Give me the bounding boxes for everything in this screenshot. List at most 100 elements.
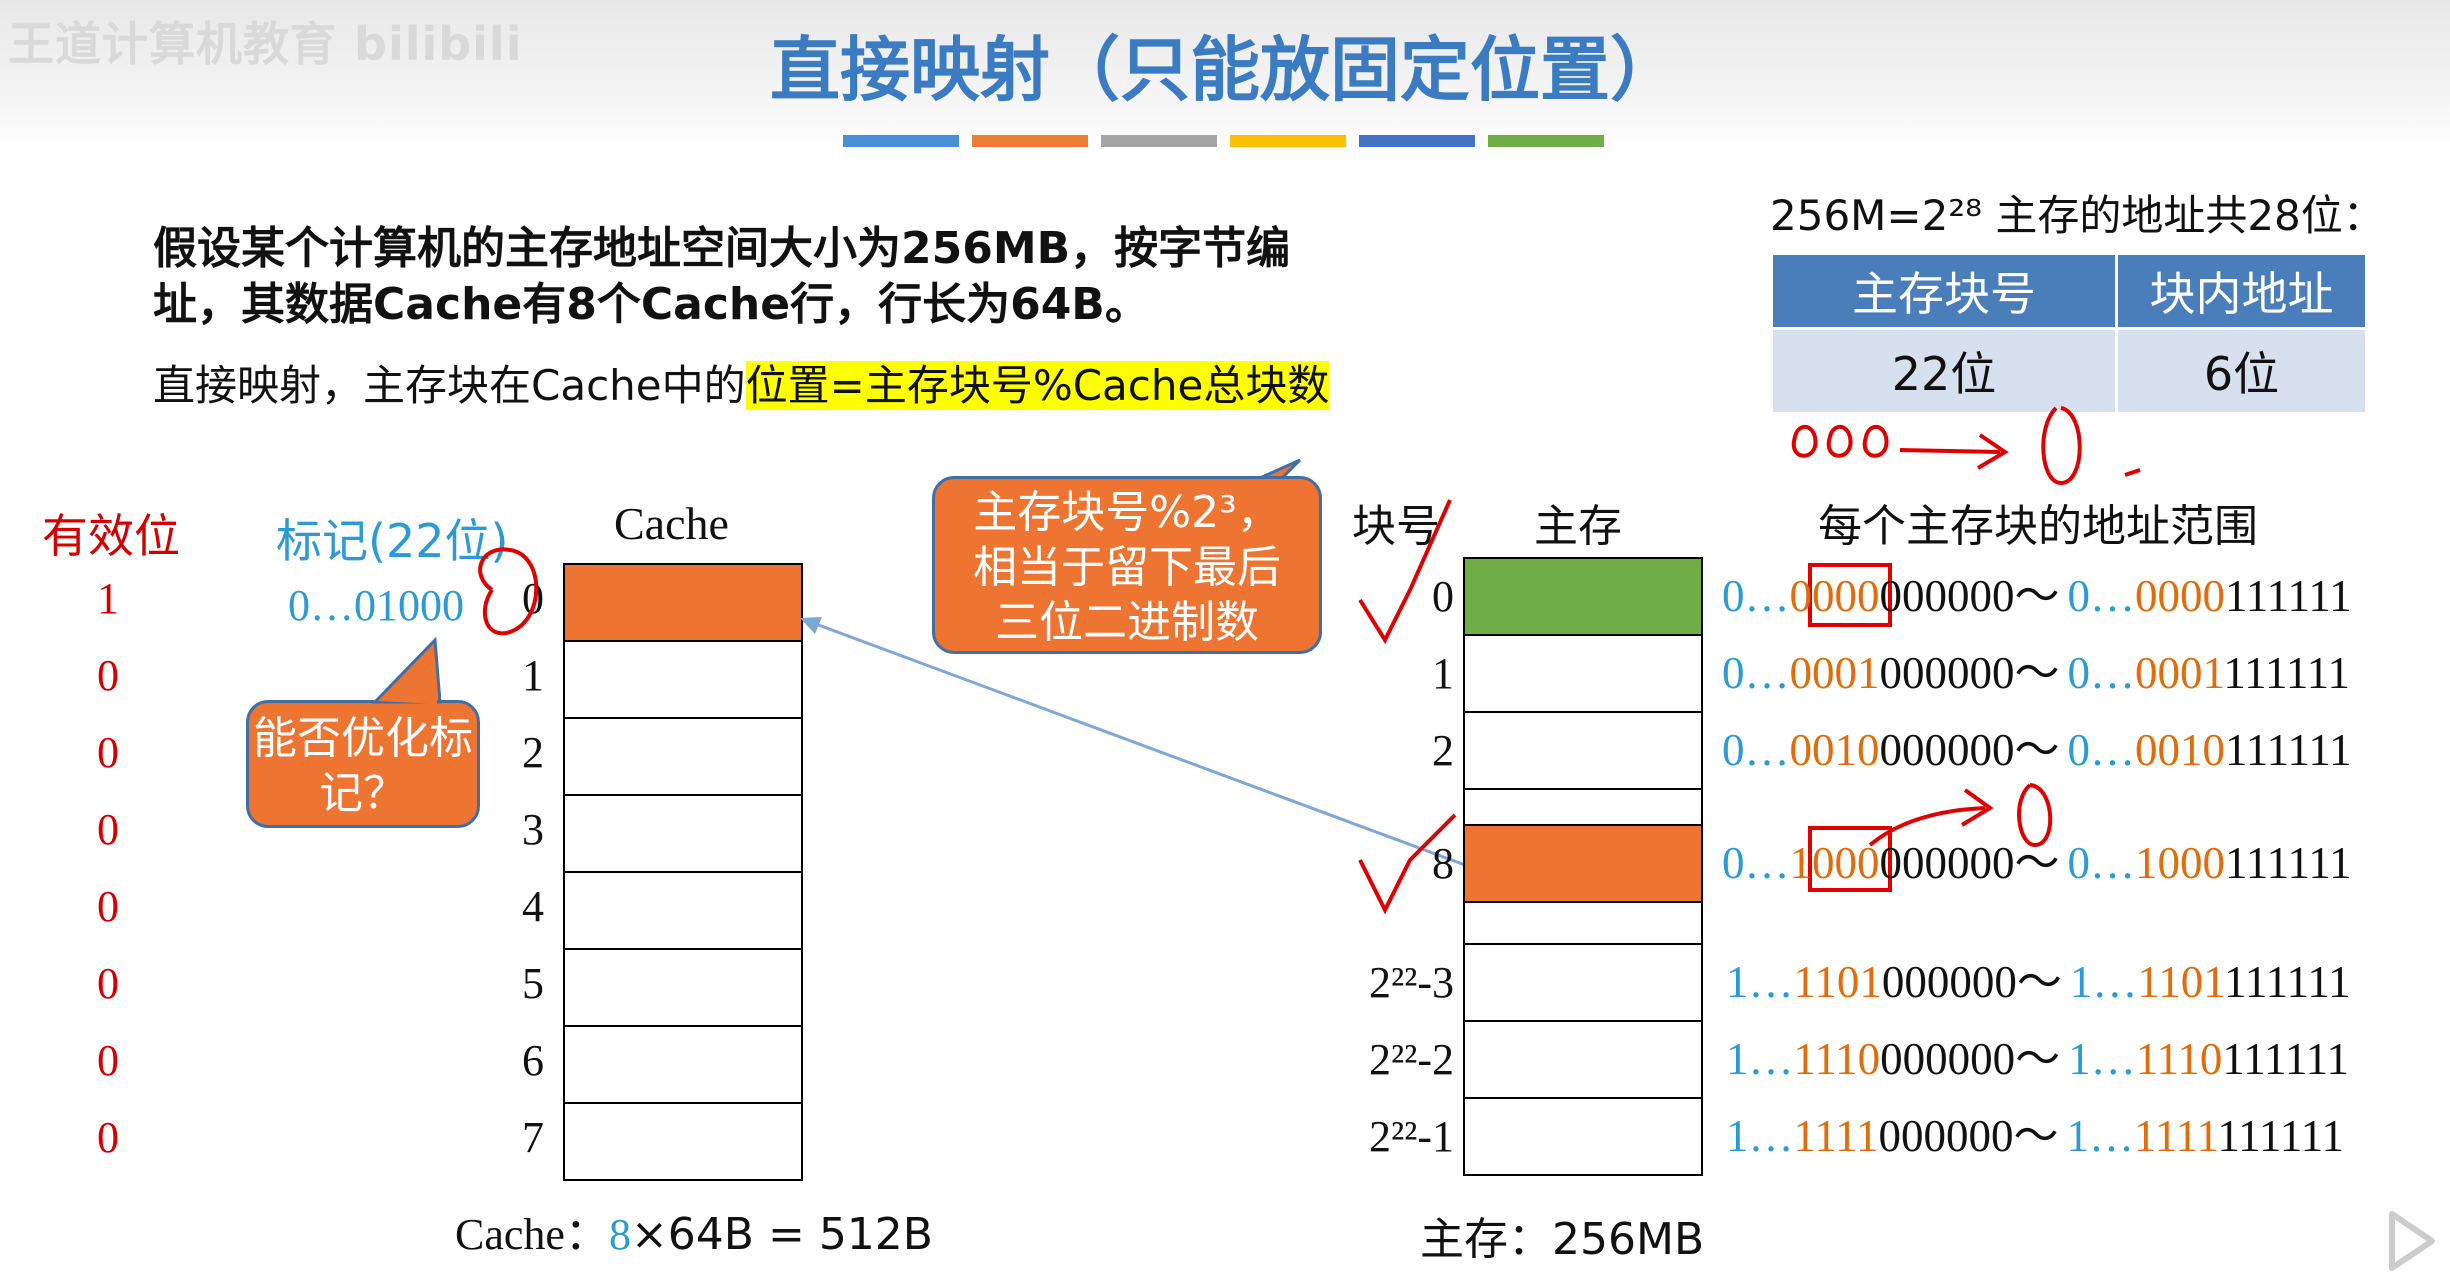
memory-block-number: 2²²-3 <box>1368 958 1454 1007</box>
memory-block-number: 2²²-2 <box>1368 1035 1454 1084</box>
title-color-bar-2 <box>972 135 1088 147</box>
block-offset-bits: 6位 <box>2115 327 2368 415</box>
block-number-header: 块号 <box>1352 501 1440 552</box>
address-part-b3: 111111 <box>2225 838 2352 888</box>
memory-block-number: 8 <box>1432 839 1454 888</box>
cache-capacity: Cache：8×64B = 512B <box>455 1198 933 1262</box>
memory-block-5 <box>1463 1020 1703 1099</box>
cache-line-number: 4 <box>522 882 544 931</box>
address-part-a1: 1… <box>1726 1111 1794 1161</box>
address-part-b2: 1110 <box>2135 1034 2223 1084</box>
cache-line-number: 2 <box>522 728 544 777</box>
memory-capacity: 主存：256MB <box>1420 1214 1705 1265</box>
address-part-a3: 000000～ <box>1879 725 2060 775</box>
tag-value: 0…01000 <box>288 581 464 630</box>
address-part-a1: 1… <box>1726 1034 1794 1084</box>
address-part-b3: 111111 <box>2224 648 2351 698</box>
memory-block-number: 0 <box>1432 572 1454 621</box>
valid-bit: 0 <box>97 1036 119 1085</box>
mapping-arrow <box>804 618 1466 867</box>
title-band <box>0 0 2450 150</box>
address-part-a2: 1101 <box>1793 957 1882 1007</box>
handwritten-arrow <box>1899 433 2009 470</box>
handwritten-zero <box>2041 406 2082 486</box>
address-range-header: 每个主存块的地址范围 <box>1818 501 2258 552</box>
title-color-bar-4 <box>1230 135 1346 147</box>
address-part-a2: 1110 <box>1793 1034 1881 1084</box>
valid-bit: 1 <box>97 574 119 623</box>
address-part-a3: 000000～ <box>1880 1034 2061 1084</box>
memory-block-number: 2 <box>1432 726 1454 775</box>
valid-bit: 0 <box>97 805 119 854</box>
valid-bit-header: 有效位 <box>42 509 180 563</box>
block-number-bits: 22位 <box>1770 327 2118 415</box>
cache-line-1 <box>563 640 803 719</box>
mapping-arrow-head <box>800 617 822 634</box>
address-part-b2: 0000 <box>2135 571 2226 621</box>
address-format-heading: 256M=2²⁸ 主存的地址共28位： <box>1770 191 2385 240</box>
memory-block-number: 2²²-1 <box>1368 1112 1454 1161</box>
address-part-a2: 0000 <box>1789 571 1880 621</box>
address-part-b1: 0… <box>2067 838 2136 888</box>
memory-block-2 <box>1463 711 1703 790</box>
address-part-a1: 0… <box>1722 838 1790 888</box>
play-icon[interactable] <box>2380 1208 2440 1274</box>
cache-line-number: 7 <box>522 1113 544 1162</box>
memory-block-4 <box>1463 943 1703 1022</box>
highlight-box-0 <box>1808 563 1892 627</box>
address-part-b2: 1000 <box>2135 838 2226 888</box>
address-part-a1: 0… <box>1722 571 1790 621</box>
address-format-table: 主存块号 块内地址 22位 6位 <box>1770 252 2368 415</box>
address-part-b1: 0… <box>2067 571 2136 621</box>
address-part-b3: 111111 <box>2218 1111 2344 1161</box>
address-part-a2: 0001 <box>1789 648 1880 698</box>
address-range-row: 1…1110000000～1…1110111111 <box>1726 1022 2349 1087</box>
valid-bit: 0 <box>97 959 119 1008</box>
slide-title: 直接映射（只能放固定位置） <box>770 29 1680 111</box>
memory-block-number: 1 <box>1432 649 1454 698</box>
col-block-offset: 块内地址 <box>2115 252 2368 330</box>
address-part-b3: 111111 <box>2222 1034 2350 1084</box>
cache-title: Cache <box>614 498 729 549</box>
address-part-a1: 0… <box>1722 725 1790 775</box>
address-part-b1: 1… <box>2068 1034 2136 1084</box>
tag-header: 标记(22位) <box>276 514 509 568</box>
callout-mod-line-1: 主存块号%2³， <box>973 487 1281 538</box>
cache-line-number: 1 <box>522 651 544 700</box>
address-part-a2: 1111 <box>1793 1111 1879 1161</box>
cache-capacity-suffix: ×64B = 512B <box>630 1209 933 1260</box>
memory-block-6 <box>1463 1097 1703 1176</box>
title-color-bar-5 <box>1359 135 1475 147</box>
callout-optimize-tag: 能否优化标记？ <box>246 700 480 828</box>
address-part-a3: 000000～ <box>1878 1111 2059 1161</box>
memory-block-gap <box>1463 788 1703 826</box>
address-part-a3: 000000～ <box>1879 838 2060 888</box>
address-part-b1: 1… <box>2066 1111 2135 1161</box>
address-part-b3: 111111 <box>2225 725 2352 775</box>
memory-title: 主存 <box>1534 501 1622 552</box>
address-part-b2: 1111 <box>2134 1111 2219 1161</box>
check-mark-8 <box>1358 813 1457 915</box>
cache-line-2 <box>563 717 803 796</box>
address-part-a3: 000000～ <box>1879 571 2060 621</box>
callout-mod-line-2: 相当于留下最后 <box>973 542 1281 593</box>
title-color-bar-6 <box>1488 135 1604 147</box>
callout-mod: 主存块号%2³， 相当于留下最后 三位二进制数 <box>932 476 1322 654</box>
watermark: 王道计算机教育 bilibili <box>8 17 523 71</box>
address-range-row: 1…1101000000～1…1101111111 <box>1726 945 2351 1010</box>
address-part-b1: 0… <box>2067 648 2136 698</box>
address-part-b2: 1101 <box>2137 957 2225 1007</box>
cache-line-7 <box>563 1102 803 1181</box>
cache-capacity-lines: 8 <box>608 1210 631 1259</box>
address-part-a2: 0010 <box>1789 725 1880 775</box>
circle-row-0 <box>478 547 539 636</box>
address-range-row: 0…0010000000～0…0010111111 <box>1722 713 2352 778</box>
play-icon-shape <box>2389 1211 2435 1271</box>
handwritten-arrow-2 <box>1868 788 1994 847</box>
cache-line-number: 0 <box>522 574 544 623</box>
intro-line-3: 直接映射，主存块在Cache中的位置=主存块号%Cache总块数 <box>153 352 1330 413</box>
address-part-a2: 1000 <box>1789 838 1880 888</box>
address-part-b2: 0001 <box>2135 648 2225 698</box>
address-part-b3: 111111 <box>2225 571 2352 621</box>
cache-line-number: 5 <box>522 959 544 1008</box>
